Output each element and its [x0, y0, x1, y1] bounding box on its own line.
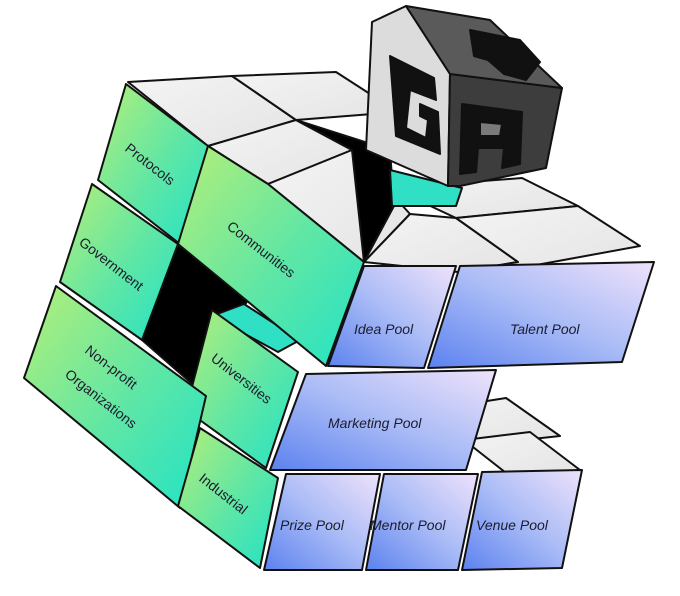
pool-blocks: [263, 261, 655, 571]
block-venue-pool: [461, 469, 583, 571]
logo-letter-g: [389, 55, 441, 155]
block-talent-pool: [427, 261, 655, 369]
block-industrial: [177, 427, 279, 569]
block-government: [59, 183, 179, 341]
gba-logo-cube: [365, 5, 563, 187]
block-universities: [185, 309, 299, 469]
label-marketing-pool: Marketing Pool: [328, 415, 422, 431]
green-blocks: [23, 83, 365, 569]
label-idea-pool: Idea Pool: [354, 321, 414, 337]
block-marketing-pool: [269, 369, 497, 471]
logo-letter-a-inner: [479, 121, 503, 137]
block-idea-pool: [327, 265, 457, 369]
label-talent-pool: Talent Pool: [510, 321, 580, 337]
logo-letter-a: [459, 103, 523, 175]
block-prize-pool: [263, 473, 381, 571]
logo-letter-b: [469, 29, 541, 81]
label-prize-pool: Prize Pool: [280, 517, 345, 533]
block-communities: [177, 145, 365, 367]
block-mentor-pool: [365, 473, 479, 571]
label-venue-pool: Venue Pool: [476, 517, 549, 533]
label-mentor-pool: Mentor Pool: [370, 517, 446, 533]
